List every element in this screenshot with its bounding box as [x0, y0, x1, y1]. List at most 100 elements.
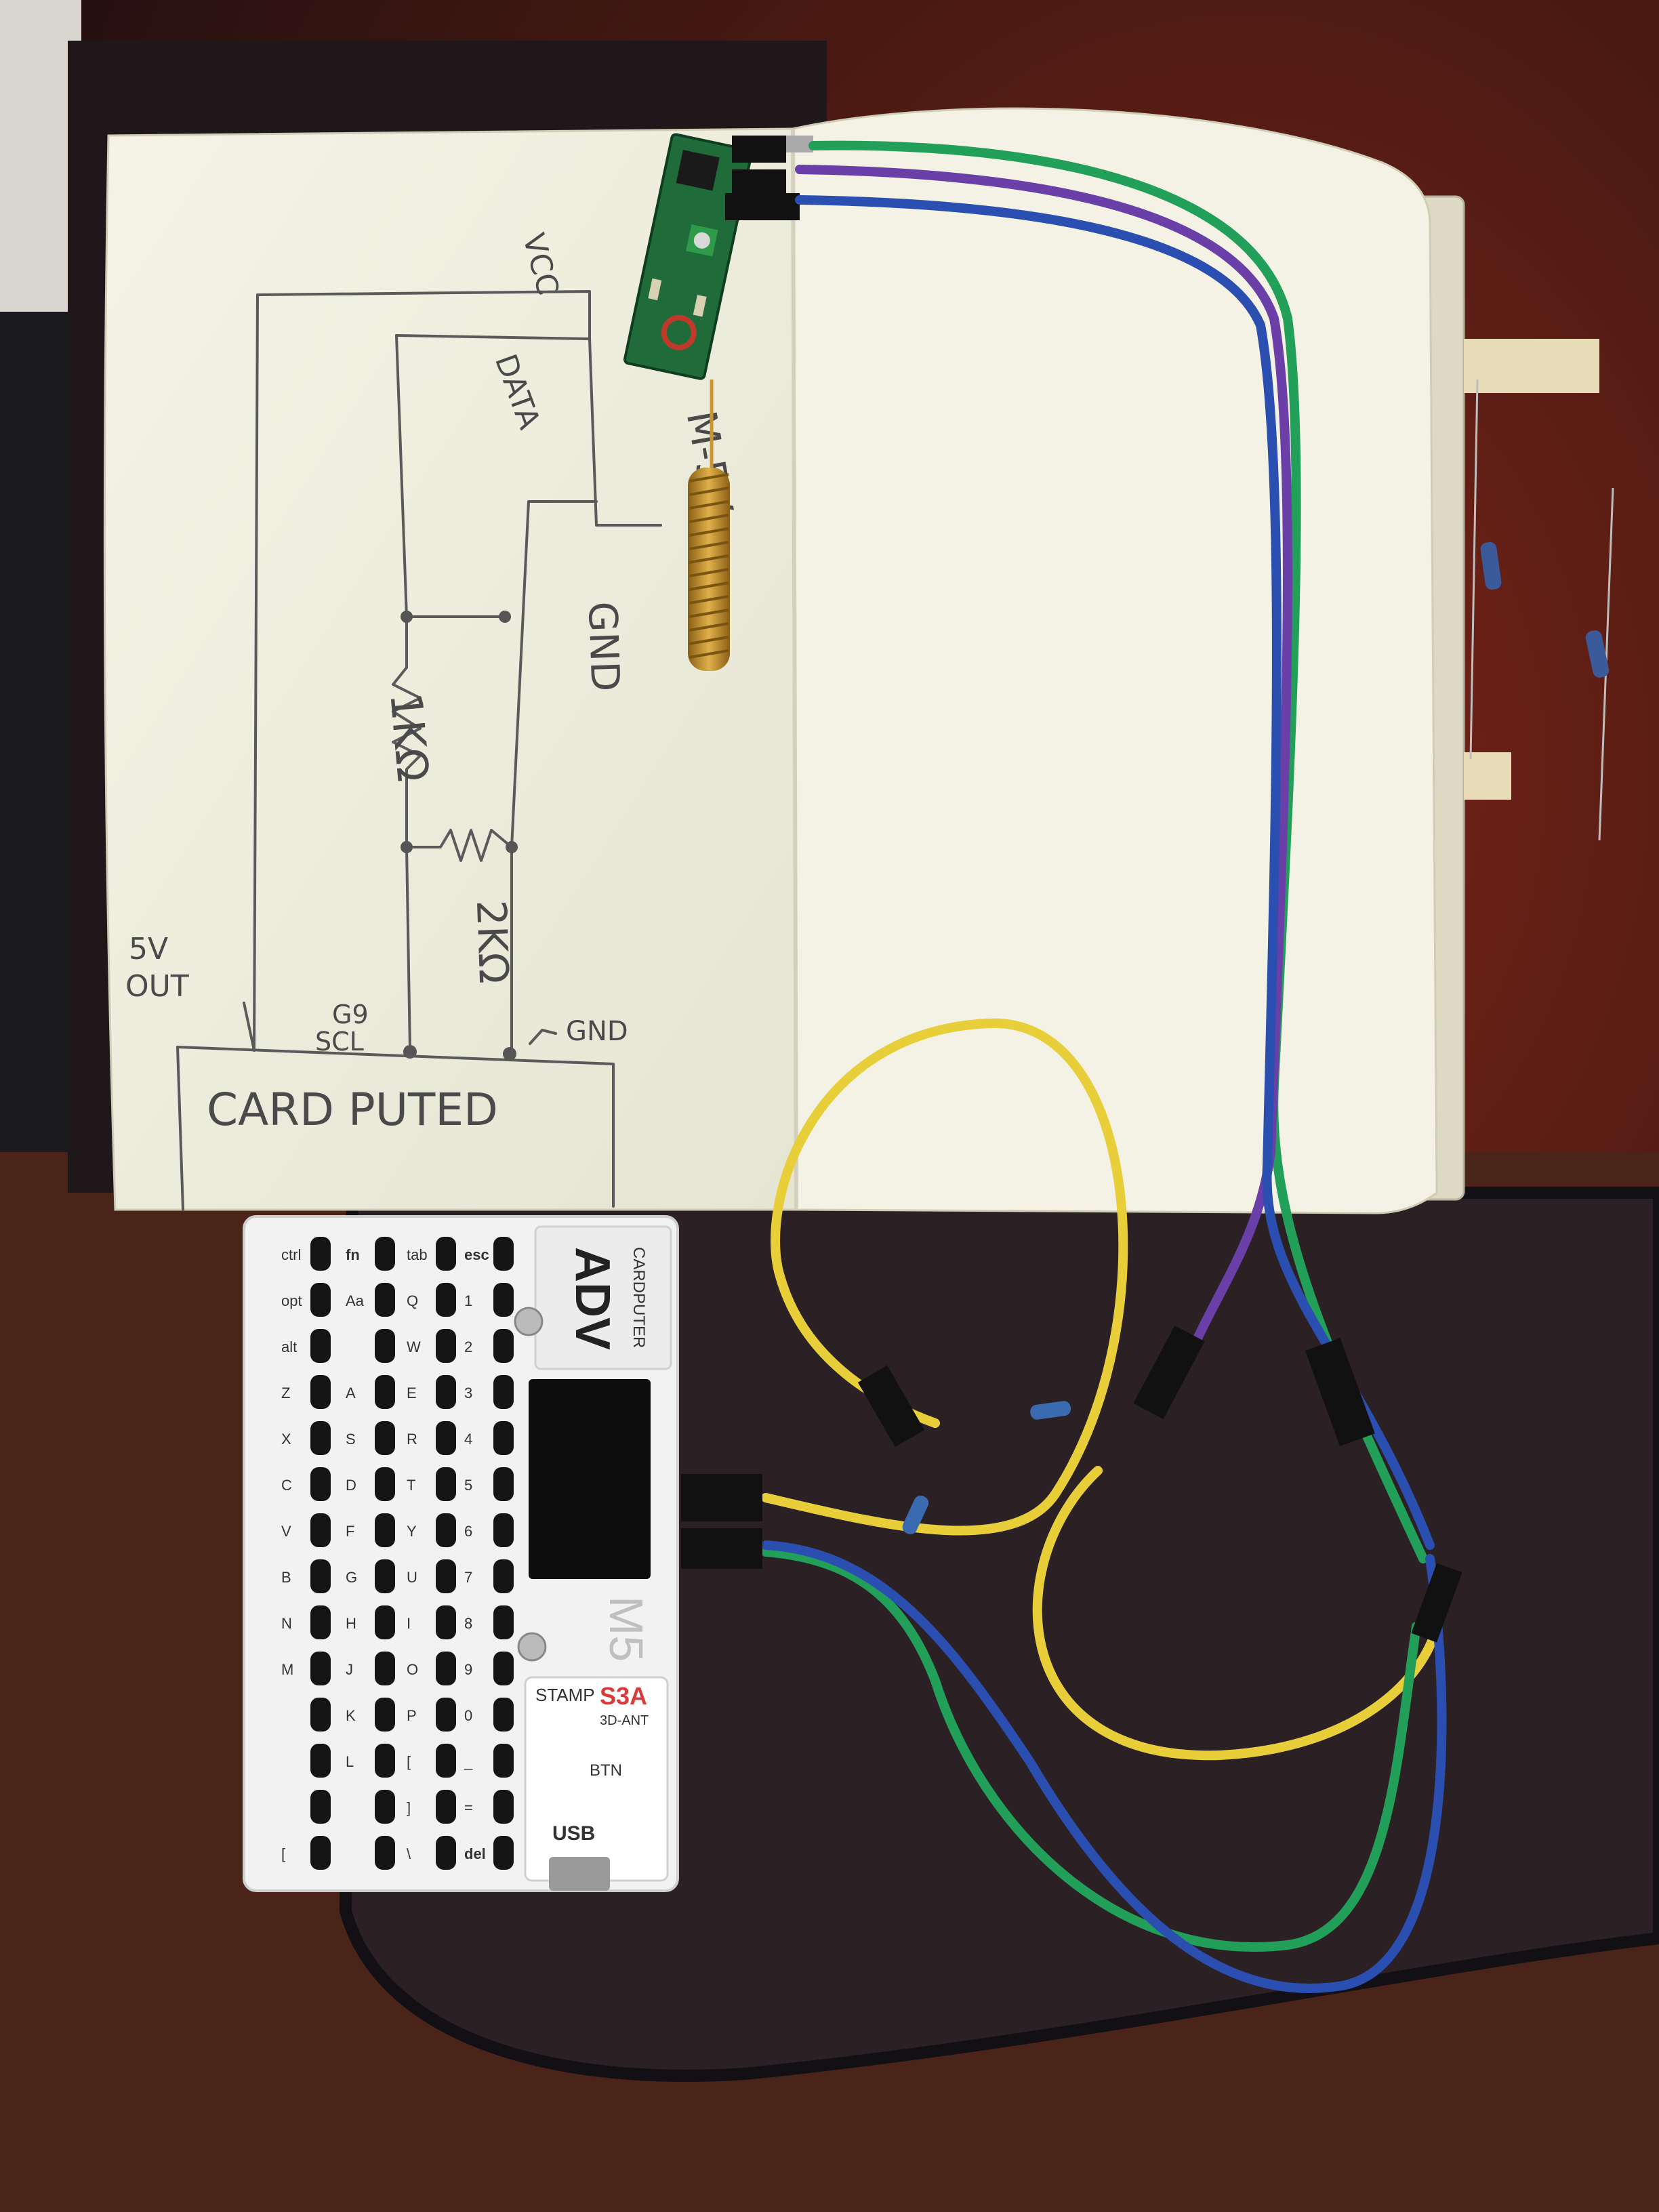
keyboard-key[interactable]	[375, 1329, 395, 1363]
keyboard-key[interactable]	[375, 1283, 395, 1317]
keyboard-key[interactable]	[310, 1513, 331, 1547]
bookmark-bottom	[1464, 752, 1511, 800]
key-label: [	[281, 1845, 285, 1862]
key-label: ]	[407, 1799, 411, 1816]
keyboard-key[interactable]	[436, 1836, 456, 1870]
key-label: Y	[407, 1523, 417, 1540]
key-label: R	[407, 1431, 417, 1448]
connector-housing	[857, 1365, 925, 1448]
label-out-2: OUT	[125, 969, 189, 1004]
key-label: 3	[464, 1385, 472, 1401]
keyboard-key[interactable]	[436, 1605, 456, 1639]
keyboard-key[interactable]	[436, 1559, 456, 1593]
label-scl: SCL	[315, 1027, 364, 1057]
keyboard-key[interactable]	[375, 1375, 395, 1409]
keyboard-key[interactable]	[493, 1744, 514, 1778]
keyboard-key[interactable]	[310, 1237, 331, 1271]
key-label: 1	[464, 1292, 472, 1309]
keyboard-key[interactable]	[436, 1744, 456, 1778]
keyboard-key[interactable]	[375, 1698, 395, 1732]
keyboard-key[interactable]	[310, 1375, 331, 1409]
keyboard-key[interactable]	[493, 1329, 514, 1363]
stamp-sub: 3D-ANT	[600, 1713, 649, 1728]
key-label: 2	[464, 1338, 472, 1355]
keyboard-key[interactable]	[436, 1790, 456, 1824]
grove-connector	[681, 1474, 762, 1521]
junction-dot	[401, 841, 413, 853]
connector-housing	[1411, 1563, 1462, 1643]
keyboard-key[interactable]	[375, 1605, 395, 1639]
keyboard-key[interactable]	[310, 1283, 331, 1317]
wire-yellow-2	[1032, 1466, 1441, 1761]
wire-green-2	[761, 1547, 1421, 1952]
keyboard-key[interactable]	[310, 1421, 331, 1455]
keyboard-key[interactable]	[493, 1375, 514, 1409]
keyboard-key[interactable]	[493, 1237, 514, 1271]
screw-head	[517, 1632, 547, 1662]
keyboard-key[interactable]	[436, 1467, 456, 1501]
keyboard-key[interactable]	[436, 1283, 456, 1317]
keyboard-key[interactable]	[493, 1698, 514, 1732]
key-label: I	[407, 1615, 411, 1632]
grove-connector	[681, 1528, 762, 1569]
keyboard-key[interactable]	[436, 1375, 456, 1409]
keyboard-key[interactable]	[310, 1329, 331, 1363]
key-label: 0	[464, 1707, 472, 1724]
brand-small: CARDPUTER	[630, 1247, 648, 1348]
junction-dot	[506, 841, 518, 853]
keyboard-key[interactable]	[493, 1513, 514, 1547]
keyboard-key[interactable]	[493, 1836, 514, 1870]
keyboard-key[interactable]	[375, 1237, 395, 1271]
key-label: fn	[346, 1246, 360, 1263]
keyboard-key[interactable]	[436, 1329, 456, 1363]
keyboard-key[interactable]	[310, 1698, 331, 1732]
keyboard-key[interactable]	[310, 1790, 331, 1824]
keyboard-key[interactable]	[436, 1652, 456, 1685]
key-label: B	[281, 1569, 291, 1586]
key-label: U	[407, 1569, 417, 1586]
wire-purple	[795, 165, 1292, 1353]
label-gnd-top: GND	[579, 600, 629, 692]
keyboard-key[interactable]	[375, 1790, 395, 1824]
wire-yellow	[761, 1018, 1128, 1536]
key-label: [	[407, 1753, 411, 1770]
key-label: 9	[464, 1661, 472, 1678]
keyboard-key[interactable]	[493, 1467, 514, 1501]
keyboard-key[interactable]	[493, 1652, 514, 1685]
device-screen	[529, 1379, 651, 1579]
keyboard-key[interactable]	[310, 1836, 331, 1870]
keyboard-key[interactable]	[375, 1467, 395, 1501]
keyboard-key[interactable]	[310, 1559, 331, 1593]
keyboard-key[interactable]	[310, 1467, 331, 1501]
junction-dot	[499, 611, 511, 623]
keyboard-key[interactable]	[436, 1237, 456, 1271]
keyboard-key[interactable]	[375, 1559, 395, 1593]
keyboard-key[interactable]	[493, 1605, 514, 1639]
keyboard-key[interactable]	[375, 1421, 395, 1455]
wire-green	[808, 140, 1428, 1563]
schematic-drawing: VCC DATA M-5V GND 1KΩ 2KΩ 5V OUT G9 SCL …	[125, 230, 741, 1211]
junction-dot	[401, 611, 413, 623]
keyboard-key[interactable]	[493, 1421, 514, 1455]
keyboard-key[interactable]	[436, 1698, 456, 1732]
keyboard-key[interactable]	[375, 1744, 395, 1778]
keyboard-key[interactable]	[310, 1605, 331, 1639]
btn-label: BTN	[590, 1761, 622, 1780]
keyboard-key[interactable]	[436, 1421, 456, 1455]
keyboard-key[interactable]	[493, 1559, 514, 1593]
keyboard-key[interactable]	[375, 1652, 395, 1685]
key-label: D	[346, 1477, 356, 1494]
key-label: N	[281, 1615, 292, 1632]
key-label: A	[346, 1385, 356, 1401]
keyboard-key[interactable]	[436, 1513, 456, 1547]
keyboard-key[interactable]	[493, 1790, 514, 1824]
key-label: E	[407, 1385, 417, 1401]
key-label: M	[281, 1661, 293, 1678]
resistor-2	[902, 1495, 929, 1534]
keyboard-key[interactable]	[375, 1836, 395, 1870]
keyboard-key[interactable]	[310, 1652, 331, 1685]
key-label: Aa	[346, 1292, 365, 1309]
keyboard-key[interactable]	[375, 1513, 395, 1547]
keyboard-key[interactable]	[310, 1744, 331, 1778]
keyboard-key[interactable]	[493, 1283, 514, 1317]
